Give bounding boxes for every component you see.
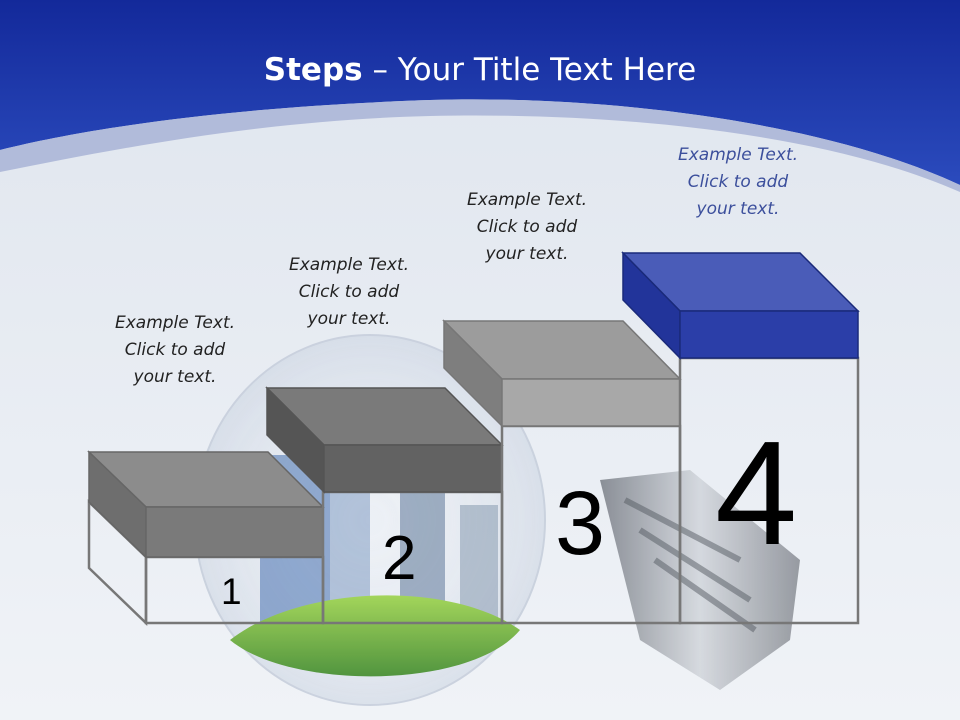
step-4-number: 4 <box>715 411 798 576</box>
step-4-block[interactable] <box>621 251 860 625</box>
step-3-caption-line3: your text. <box>485 244 569 264</box>
header-band <box>0 0 960 185</box>
step-2-caption-line2: Click to add <box>298 282 400 302</box>
step-2-number: 2 <box>382 524 417 593</box>
step-2-caption-line1: Example Text. <box>288 255 410 275</box>
step-3-number: 3 <box>555 474 606 574</box>
step-1-number: 1 <box>221 571 242 612</box>
slide-title[interactable]: Steps – Your Title Text Here <box>0 52 960 88</box>
step-4-caption-line3: your text. <box>696 199 780 219</box>
step-3-block[interactable] <box>442 319 682 625</box>
step-1-caption-line3: your text. <box>133 367 217 387</box>
step-2-caption-line3: your text. <box>307 309 391 329</box>
step-1-caption[interactable]: Example Text. Click to add your text. <box>75 310 275 391</box>
step-3-caption-line2: Click to add <box>476 217 578 237</box>
step-4-caption-line2: Click to add <box>687 172 789 192</box>
step-1-caption-line1: Example Text. <box>114 313 236 333</box>
step-1-caption-line2: Click to add <box>124 340 226 360</box>
title-bold: Steps <box>263 52 363 88</box>
step-3-caption-line1: Example Text. <box>466 190 588 210</box>
step-3-caption[interactable]: Example Text. Click to add your text. <box>427 187 627 268</box>
step-4-caption[interactable]: Example Text. Click to add your text. <box>638 142 838 223</box>
step-4-caption-line1: Example Text. <box>677 145 799 165</box>
title-rest: – Your Title Text Here <box>362 52 697 88</box>
step-2-caption[interactable]: Example Text. Click to add your text. <box>249 252 449 333</box>
header-wave-highlight <box>0 99 960 192</box>
